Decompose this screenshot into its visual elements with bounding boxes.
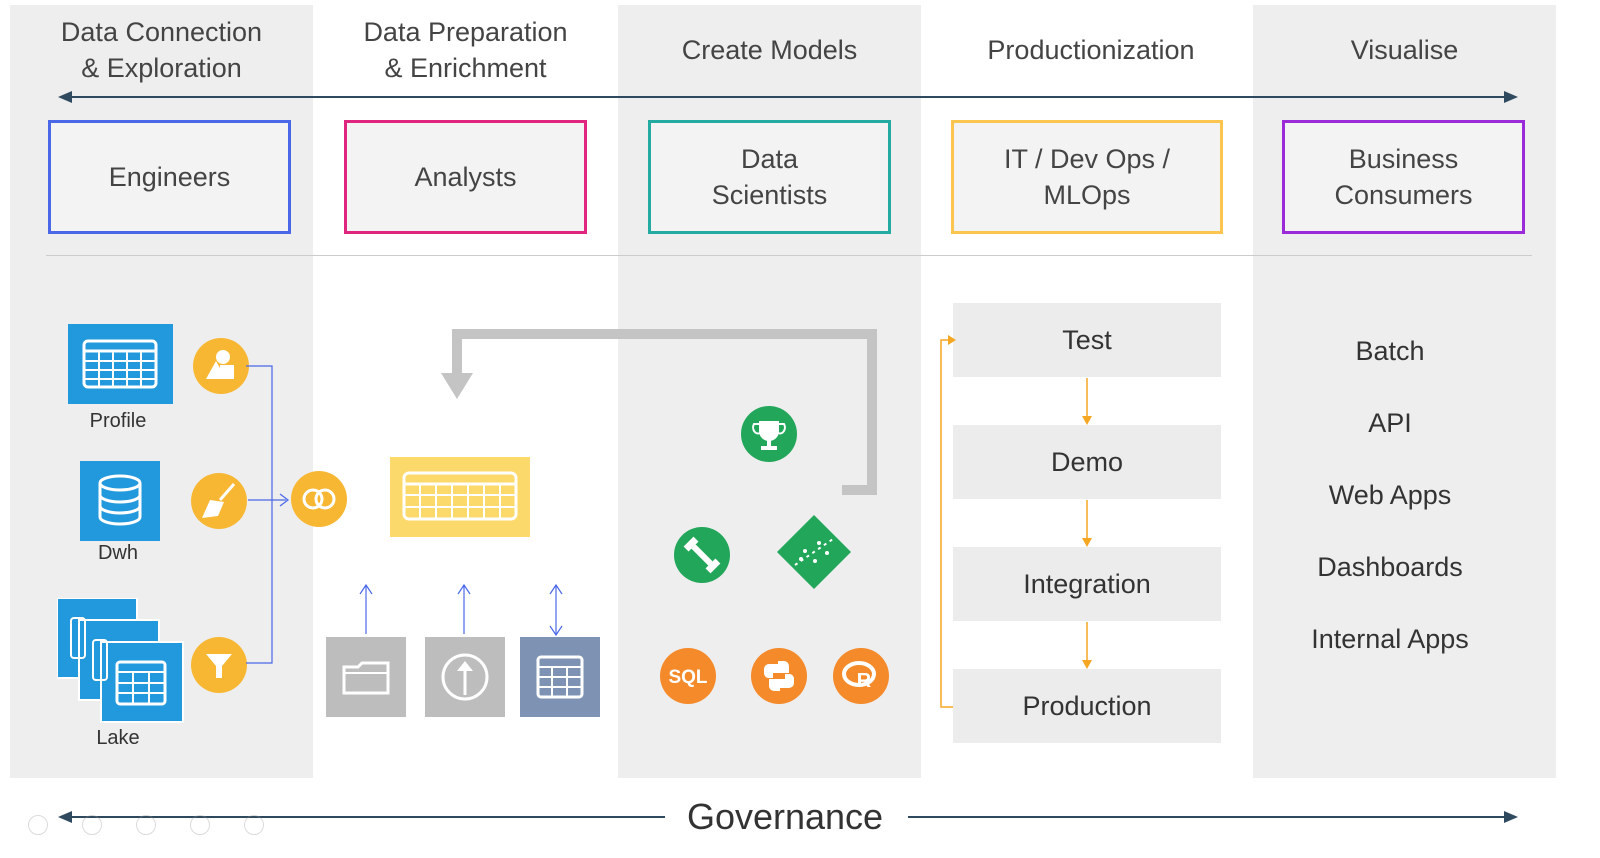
source-profile-label: Profile [89,410,147,432]
sql-icon-text: SQL [668,667,707,688]
role-it-devops: IT / Dev Ops / MLOps [951,120,1223,234]
join-icon [291,471,347,527]
grid-icon [520,637,600,717]
upload-icon [425,637,505,717]
output-internal-apps: Internal Apps [1311,624,1469,654]
broom-icon [191,473,247,529]
copy-icon[interactable] [82,815,102,835]
divider [46,255,1532,256]
role-business-consumers: Business Consumers [1282,120,1525,234]
filter-icon [191,637,247,693]
table-icon [68,324,173,404]
pencil-icon[interactable] [28,815,48,835]
role-data-scientists: Data Scientists [648,120,891,234]
output-batch: Batch [1355,336,1425,366]
source-lake-label: Lake [96,727,140,749]
small-arrows [359,583,563,637]
zoom-icon[interactable] [136,815,156,835]
governance-label: Governance [686,796,884,837]
workflow-arrow [58,91,1518,103]
feedback-arrow [441,329,877,495]
connector-lines [246,365,289,664]
pipeline-arrows [940,335,1092,708]
r-icon: R [833,648,889,704]
header-visualise: Visualise [1350,35,1459,65]
source-dwh-label: Dwh [97,542,138,564]
scatter-icon [777,515,851,589]
header-data-preparation: Data Preparation & Enrichment [363,17,568,83]
header-create-models: Create Models [681,35,858,65]
svg-text:R: R [857,670,872,692]
stage-test: Test [953,303,1221,377]
role-analysts: Analysts [344,120,587,234]
header-data-connection: Data Connection & Exploration [60,17,263,83]
slides-icon[interactable] [190,815,210,835]
output-dashboards: Dashboards [1317,552,1463,582]
python-icon [751,648,807,704]
stage-demo: Demo [953,425,1221,499]
header-productionization: Productionization [987,35,1195,65]
stage-integration: Integration [953,547,1221,621]
output-web-apps: Web Apps [1328,480,1452,510]
stage-production: Production [953,669,1221,743]
more-icon[interactable] [244,815,264,835]
trophy-icon [741,406,797,462]
governance-arrow [58,811,1518,823]
faint-toolbar [28,815,264,835]
shapes-icon [193,338,249,394]
sql-icon: SQL [660,648,716,704]
grid-yellow-icon [390,457,530,537]
database-icon [80,461,160,541]
role-engineers: Engineers [48,120,291,234]
lake-stack-icon [57,598,184,723]
output-api: API [1368,408,1412,438]
dumbbell-icon [674,527,730,583]
folder-icon [326,637,406,717]
